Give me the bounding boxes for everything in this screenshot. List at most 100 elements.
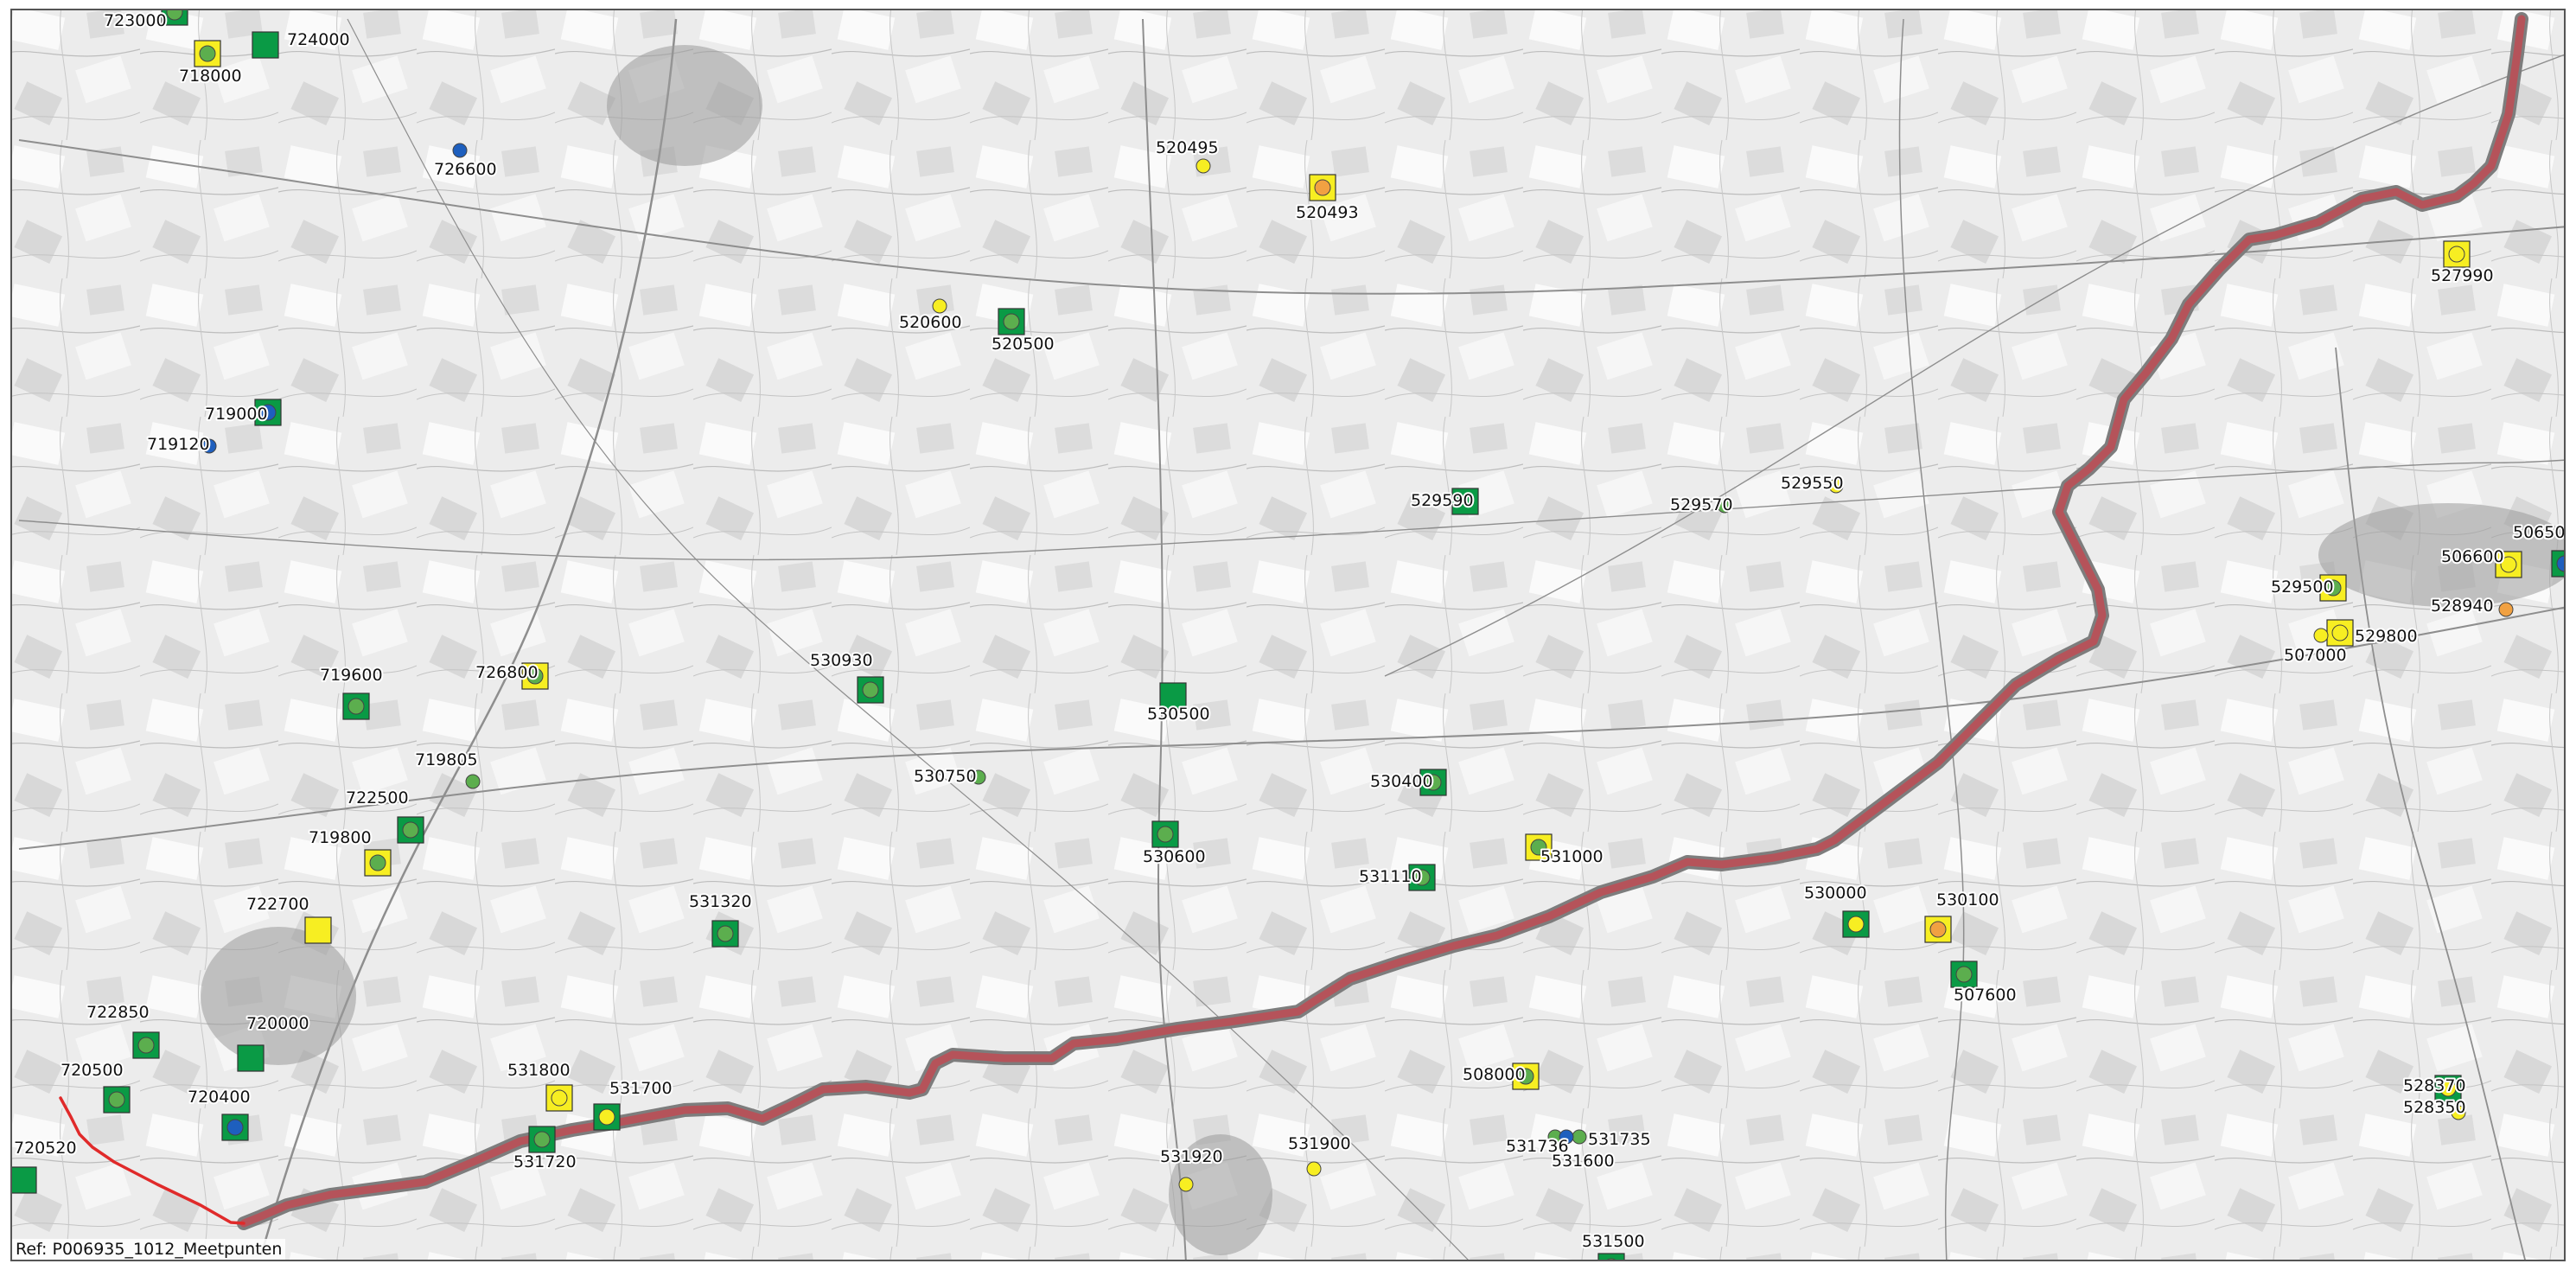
measurement-point-530930[interactable]: [857, 676, 884, 704]
measurement-point-719600[interactable]: [342, 692, 370, 720]
measurement-point-531600[interactable]: [1559, 1129, 1574, 1145]
marker-dot-green: [465, 774, 481, 789]
map-canvas[interactable]: 7230007240007180007266005204955204935206…: [12, 10, 2566, 1261]
measurement-point-722700[interactable]: [304, 916, 332, 944]
measurement-point-520600[interactable]: [932, 298, 947, 314]
measurement-point-530600[interactable]: [1151, 820, 1179, 848]
measurement-point-531700[interactable]: [593, 1103, 621, 1131]
marker-dot-yellow: [932, 298, 947, 314]
measurement-label: 506600: [2441, 547, 2504, 566]
marker-square-green: [237, 1044, 265, 1072]
measurement-point-718000[interactable]: [194, 40, 221, 67]
measurement-point-528350[interactable]: [2451, 1105, 2466, 1120]
marker-dot-yellow: [598, 1108, 615, 1126]
marker-dot-blue: [201, 438, 217, 454]
measurement-label: 719805: [415, 750, 478, 769]
marker-dot-green: [1425, 774, 1442, 791]
measurement-point-530500[interactable]: [1159, 682, 1187, 710]
measurement-point-531110[interactable]: [1408, 864, 1436, 891]
measurement-point-719120[interactable]: [201, 438, 217, 454]
marker-dot-orange: [1314, 179, 1331, 196]
marker-dot-green: [108, 1091, 125, 1108]
measurement-point-531735[interactable]: [1572, 1129, 1587, 1145]
measurement-point-531900[interactable]: [1306, 1161, 1322, 1177]
measurement-point-528940[interactable]: [2498, 602, 2514, 617]
measurement-point-531320[interactable]: [711, 920, 739, 948]
measurement-point-527990[interactable]: [2443, 240, 2471, 268]
marker-dot-green: [1955, 966, 1973, 983]
measurement-point-529590[interactable]: [1451, 488, 1479, 515]
measurement-point-720000[interactable]: [237, 1044, 265, 1072]
marker-dot-green: [199, 45, 216, 62]
measurement-point-529500[interactable]: [2319, 574, 2347, 602]
measurement-point-724000[interactable]: [252, 31, 279, 59]
marker-dot-green: [2324, 579, 2342, 597]
marker-square-green: [711, 920, 739, 948]
marker-dot-blue: [259, 404, 277, 421]
measurement-label: 531000: [1540, 847, 1604, 866]
measurement-label: 530750: [914, 767, 977, 786]
measurement-point-726800[interactable]: [521, 662, 549, 690]
measurement-label: 720400: [188, 1088, 251, 1107]
measurement-point-529800[interactable]: [2326, 619, 2354, 647]
measurement-label: 530600: [1143, 847, 1206, 866]
measurement-point-530400[interactable]: [1419, 769, 1447, 796]
measurement-point-719000[interactable]: [254, 399, 282, 426]
measurement-label: 527990: [2431, 266, 2494, 285]
measurement-point-507000[interactable]: [2313, 628, 2329, 643]
marker-square-green: [1597, 1253, 1625, 1260]
measurement-point-719800[interactable]: [364, 849, 392, 877]
measurement-point-530100[interactable]: [1924, 916, 1952, 943]
measurement-point-520493[interactable]: [1309, 174, 1336, 201]
measurement-label: 719600: [320, 666, 383, 685]
measurement-point-529550[interactable]: [1828, 478, 1844, 494]
measurement-label: 722700: [246, 895, 309, 914]
marker-dot-yellow: [1847, 916, 1865, 933]
measurement-point-507600[interactable]: [1950, 960, 1978, 988]
route-line: [239, 15, 2526, 1228]
measurement-label: 720500: [61, 1061, 124, 1080]
marker-dot-green: [369, 854, 386, 871]
measurement-point-531920[interactable]: [1178, 1177, 1194, 1192]
measurement-point-723000[interactable]: [161, 10, 188, 26]
marker-dot-yellow: [2439, 1080, 2457, 1097]
marker-square-yellow: [521, 662, 549, 690]
measurement-point-530750[interactable]: [971, 769, 986, 785]
measurement-label: 531920: [1160, 1147, 1223, 1166]
measurement-point-722500[interactable]: [397, 816, 424, 844]
measurement-point-720500[interactable]: [103, 1086, 131, 1114]
marker-square-green: [1451, 488, 1479, 515]
measurement-point-531500[interactable]: [1597, 1253, 1625, 1261]
marker-dot-blue: [1559, 1129, 1574, 1145]
measurement-point-531000[interactable]: [1525, 833, 1553, 861]
marker-square-yellow: [304, 916, 332, 944]
measurement-label: 720000: [246, 1014, 309, 1033]
measurement-point-720520[interactable]: [12, 1166, 37, 1194]
measurement-point-506500[interactable]: [2551, 550, 2566, 578]
marker-dot-blue: [2556, 555, 2564, 572]
measurement-point-506600[interactable]: [2495, 551, 2522, 578]
measurement-label: 528350: [2403, 1098, 2466, 1117]
measurement-point-530000[interactable]: [1842, 910, 1870, 938]
measurement-label: 720520: [14, 1139, 77, 1158]
measurement-point-720400[interactable]: [221, 1114, 249, 1141]
measurement-point-719805[interactable]: [465, 774, 481, 789]
measurement-point-726600[interactable]: [452, 143, 468, 158]
measurement-point-722850[interactable]: [132, 1031, 160, 1059]
marker-dot-yellow: [2451, 1105, 2466, 1120]
measurement-point-520495[interactable]: [1196, 158, 1211, 174]
measurement-labels: 7230007240007180007266005204955204935206…: [12, 10, 2564, 1253]
measurement-point-529570[interactable]: [1717, 498, 1732, 514]
measurement-point-528370[interactable]: [2434, 1075, 2462, 1102]
measurement-label: 529550: [1781, 474, 1844, 493]
measurement-point-531800[interactable]: [545, 1084, 573, 1112]
marker-dot-green: [1572, 1129, 1587, 1145]
measurement-point-508000[interactable]: [1512, 1063, 1540, 1090]
route-end-segment: [59, 1096, 245, 1225]
marker-dot-orange: [2498, 602, 2514, 617]
measurement-point-520500[interactable]: [998, 308, 1025, 335]
measurement-point-531720[interactable]: [528, 1126, 556, 1153]
measurement-label: 529800: [2355, 627, 2418, 646]
measurement-label: 530400: [1370, 772, 1433, 791]
